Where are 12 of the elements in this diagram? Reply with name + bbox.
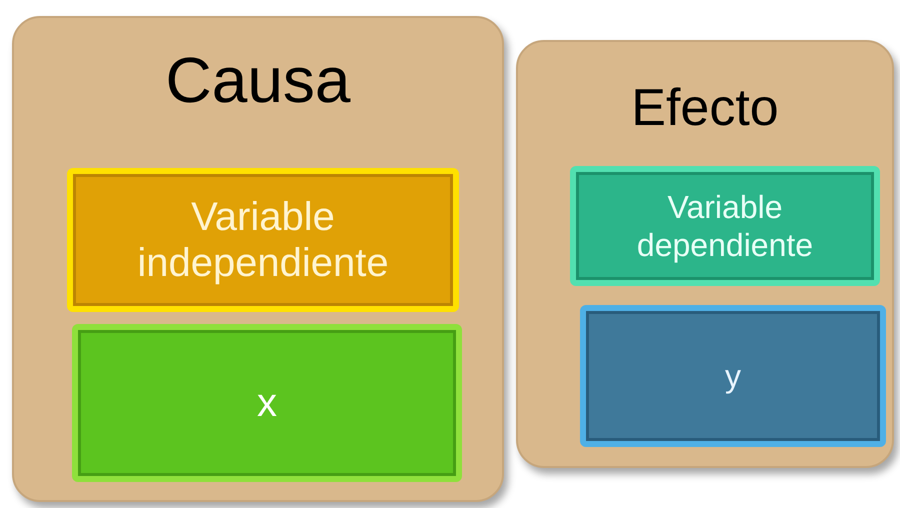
variable-box: [570, 166, 880, 286]
box-label: Variable independiente: [136, 194, 390, 286]
panel-heading: Causa: [164, 48, 352, 112]
variable-box: [72, 324, 462, 482]
box-label: Variable dependiente: [636, 188, 814, 264]
variable-box: [67, 168, 459, 312]
box-label: x: [257, 383, 277, 423]
panel-heading: Efecto: [630, 82, 780, 134]
box-label: y: [725, 360, 741, 392]
panel: [12, 16, 504, 502]
variable-box: [580, 305, 886, 447]
panel: [516, 40, 894, 468]
